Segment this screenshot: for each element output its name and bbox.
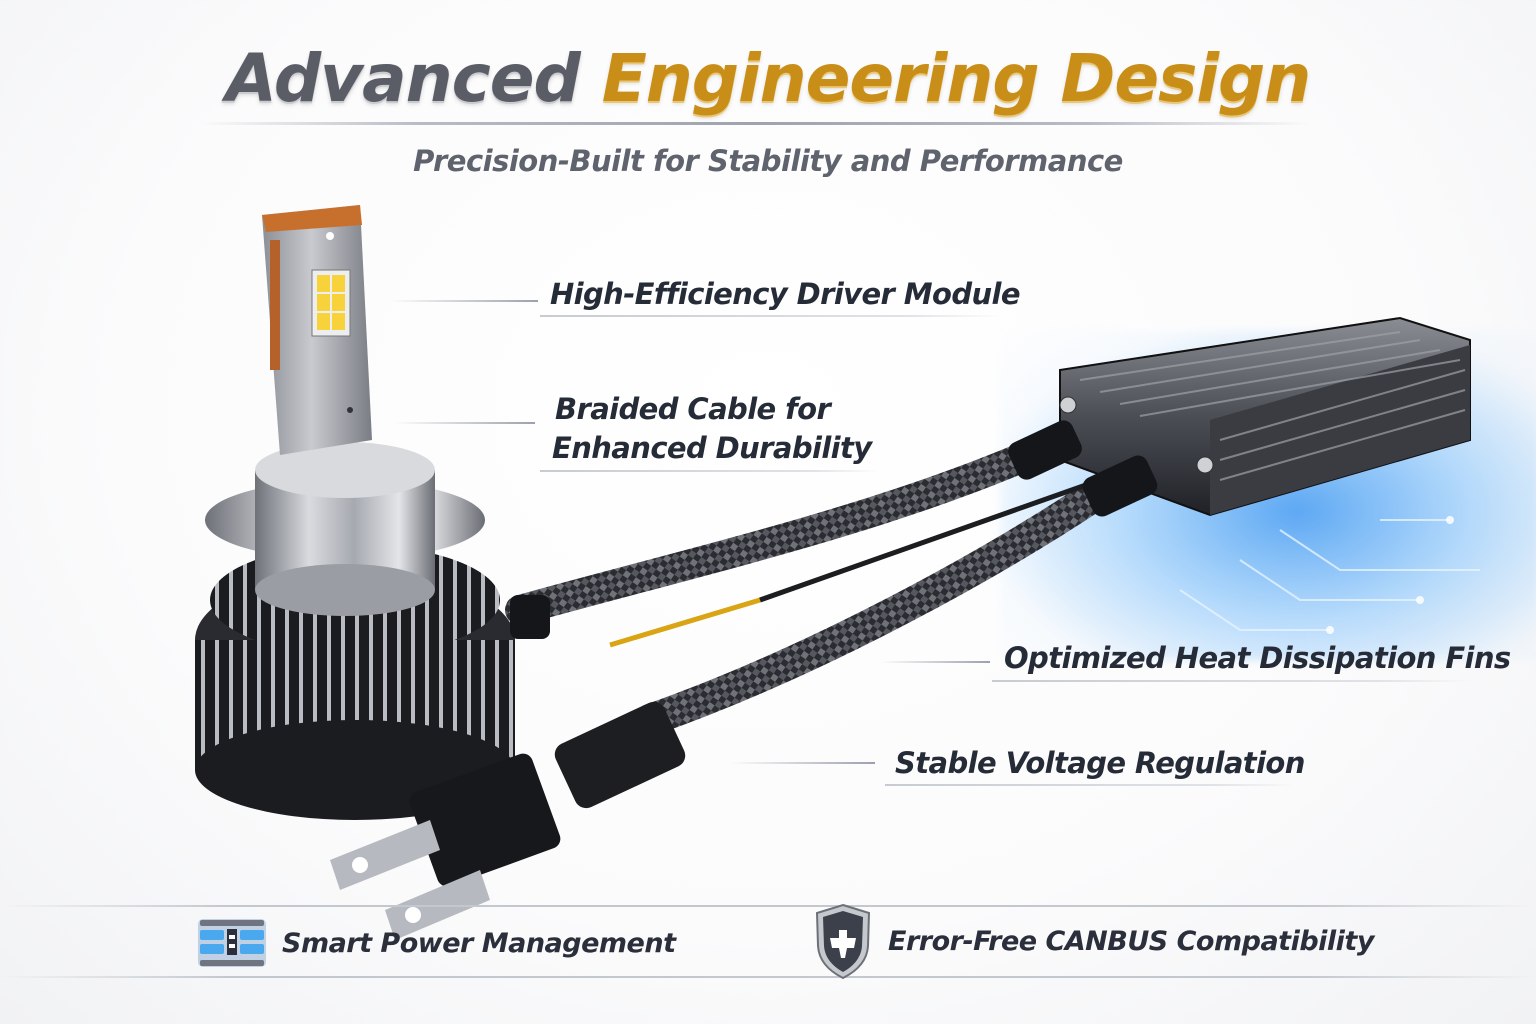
callout-leader-fins [880, 661, 990, 663]
feature-label: Error-Free CANBUS Compatibility [888, 925, 1374, 957]
callout-braided-line1: Braided Cable for [555, 392, 831, 426]
feature-bar-bottom-rule [0, 976, 1536, 978]
page-title: Advanced Engineering Design [0, 40, 1536, 117]
feature-smart-power: Smart Power Management [196, 917, 676, 969]
shield-icon [812, 902, 874, 980]
callout-underline [540, 470, 880, 472]
page-subtitle: Precision-Built for Stability and Perfor… [413, 144, 1123, 178]
title-divider [200, 122, 1310, 125]
feature-bar-top-rule [0, 905, 1536, 907]
callout-underline [885, 784, 1295, 786]
title-word-advanced: Advanced [225, 40, 581, 117]
feature-canbus: Error-Free CANBUS Compatibility [812, 902, 1374, 980]
title-engineering-design: Engineering Design [601, 40, 1312, 117]
circuit-chip-icon [196, 917, 268, 969]
callout-driver-module: High-Efficiency Driver Module [550, 277, 1021, 311]
callout-leader-braided [395, 422, 535, 424]
callout-heat-fins: Optimized Heat Dissipation Fins [1004, 641, 1511, 675]
callout-leader-voltage [730, 762, 875, 764]
callout-braided-line2: Enhanced Durability [552, 431, 872, 465]
callout-voltage-regulation: Stable Voltage Regulation [895, 746, 1305, 780]
feature-label: Smart Power Management [282, 927, 676, 959]
callout-leader-driver [390, 300, 538, 302]
callout-underline [540, 315, 1000, 317]
callout-underline [992, 680, 1472, 682]
